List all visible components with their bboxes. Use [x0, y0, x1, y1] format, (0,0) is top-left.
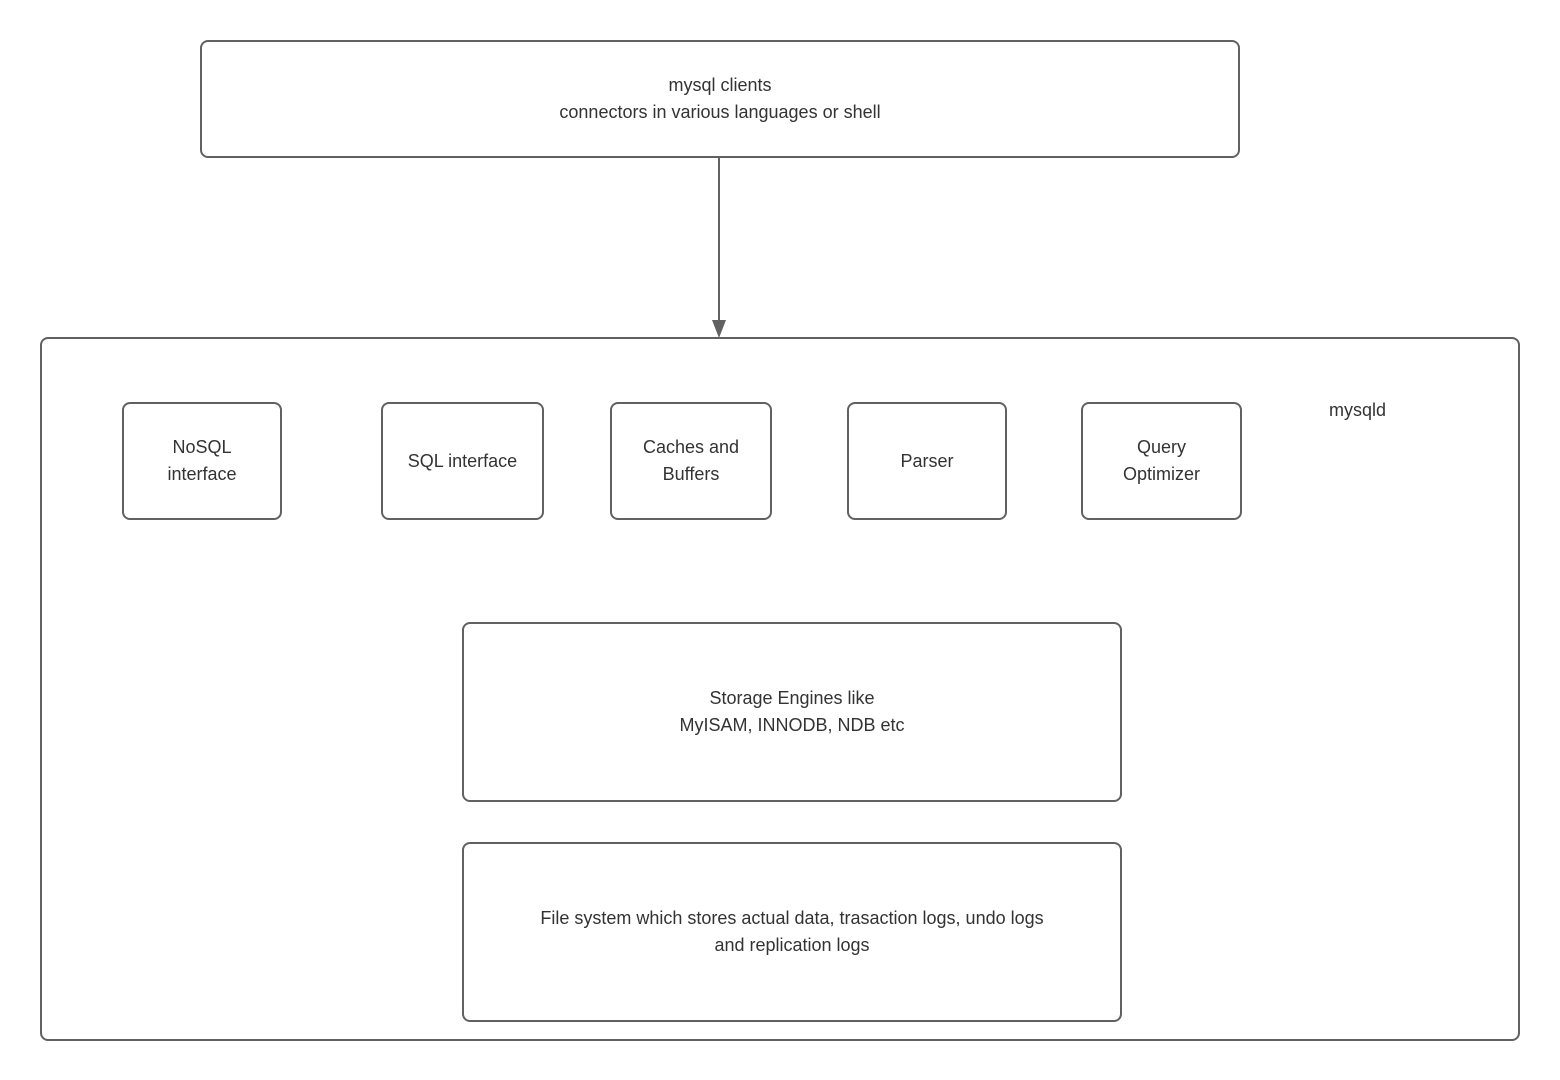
server-box: mysqld NoSQL interface SQL interface Cac…: [40, 337, 1520, 1041]
server-label: mysqld: [1329, 400, 1387, 420]
file-system-box: File system which stores actual data, tr…: [462, 842, 1122, 1022]
component-label: Caches and Buffers: [642, 437, 740, 484]
component-label: Query Optimizer: [1122, 437, 1200, 484]
flow-arrow-icon: [712, 158, 726, 338]
component-label: Parser: [900, 450, 954, 471]
component-caches-buffers: Caches and Buffers: [610, 402, 772, 520]
component-label: NoSQL interface: [167, 437, 237, 484]
storage-engines-label: Storage Engines like MyISAM, INNODB, NDB…: [679, 688, 905, 735]
component-parser: Parser: [847, 402, 1007, 520]
client-box-label: mysql clients connectors in various lang…: [559, 75, 881, 122]
component-sql-interface: SQL interface: [381, 402, 544, 520]
file-system-label: File system which stores actual data, tr…: [540, 908, 1044, 955]
component-label: SQL interface: [407, 450, 518, 471]
component-nosql-interface: NoSQL interface: [122, 402, 282, 520]
client-box: mysql clients connectors in various lang…: [200, 40, 1240, 158]
component-query-optimizer: Query Optimizer: [1081, 402, 1242, 520]
storage-engines-box: Storage Engines like MyISAM, INNODB, NDB…: [462, 622, 1122, 802]
